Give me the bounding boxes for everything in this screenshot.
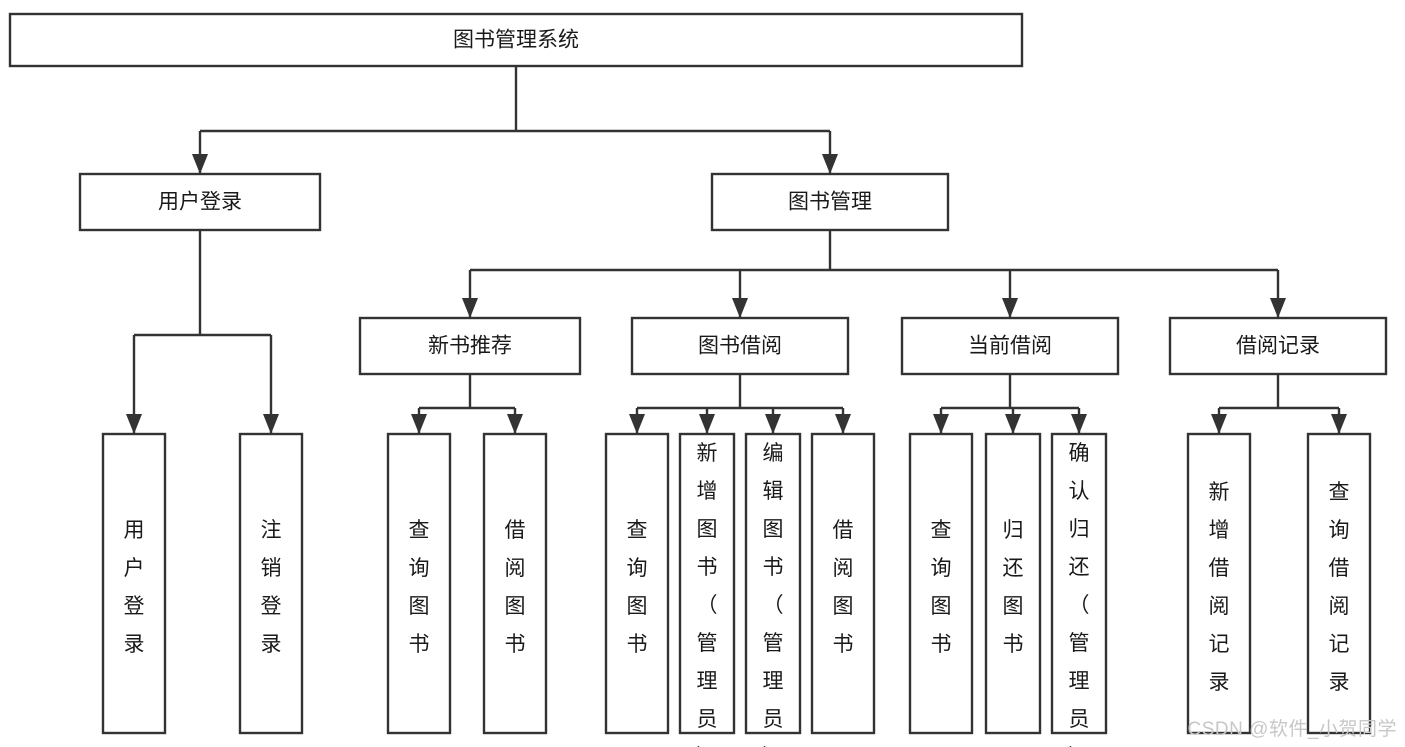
node-label-leaf-query-book-borrow: 查询图书 <box>627 519 648 656</box>
arrow-head-icon <box>462 298 478 318</box>
arrow-head-icon <box>1331 414 1347 434</box>
node-box-leaf-user-login <box>101 432 167 735</box>
node-label-current-borrow: 当前借阅 <box>968 335 1052 358</box>
node-label-leaf-query-borrow-record: 查询借阅记录 <box>1329 481 1350 694</box>
node-leaf-add-borrow-record[interactable]: 新增借阅记录 <box>1186 432 1252 735</box>
arrow-head-icon <box>1270 298 1286 318</box>
node-label-borrow-record: 借阅记录 <box>1236 335 1320 358</box>
node-box-leaf-query-borrow-record <box>1306 432 1372 735</box>
node-box-user-login <box>78 172 322 232</box>
arrow-head-icon <box>1005 414 1021 434</box>
node-book-manage[interactable]: 图书管理 <box>710 172 950 232</box>
node-label-leaf-return-book: 归还图书 <box>1003 519 1024 656</box>
arrow-head-icon <box>1071 414 1087 434</box>
node-leaf-add-book-admin[interactable]: 新增图书（管理员） <box>678 432 736 747</box>
node-box-new-book-recommend <box>358 316 582 376</box>
node-leaf-edit-book-admin[interactable]: 编辑图书（管理员） <box>744 432 802 747</box>
node-label-user-login: 用户登录 <box>158 191 242 214</box>
arrow-head-icon <box>629 414 645 434</box>
arrow-head-icon <box>835 414 851 434</box>
node-box-leaf-borrow-book-borrow <box>810 432 876 735</box>
node-root[interactable]: 图书管理系统 <box>8 12 1024 68</box>
node-user-login[interactable]: 用户登录 <box>78 172 322 232</box>
node-leaf-query-book-borrow[interactable]: 查询图书 <box>604 432 670 735</box>
arrow-head-icon <box>411 414 427 434</box>
node-box-leaf-confirm-return-admin <box>1050 432 1108 735</box>
connector-lines <box>126 66 1347 434</box>
node-boxes: 图书管理系统用户登录图书管理新书推荐图书借阅当前借阅借阅记录用户登录注销登录查询… <box>8 12 1388 747</box>
node-leaf-query-borrow-record[interactable]: 查询借阅记录 <box>1306 432 1372 735</box>
node-label-leaf-add-borrow-record: 新增借阅记录 <box>1209 481 1230 694</box>
node-box-leaf-query-book-borrow <box>604 432 670 735</box>
node-leaf-return-book[interactable]: 归还图书 <box>984 432 1042 735</box>
node-label-leaf-borrow-book-borrow: 借阅图书 <box>833 519 854 656</box>
node-label-book-borrow: 图书借阅 <box>698 335 782 358</box>
node-label-new-book-recommend: 新书推荐 <box>428 335 512 358</box>
node-box-leaf-edit-book-admin <box>744 432 802 735</box>
node-leaf-borrow-book-recommend[interactable]: 借阅图书 <box>482 432 548 735</box>
node-borrow-record[interactable]: 借阅记录 <box>1168 316 1388 376</box>
node-leaf-query-book-current[interactable]: 查询图书 <box>908 432 974 735</box>
arrow-head-icon <box>263 414 279 434</box>
node-new-book-recommend[interactable]: 新书推荐 <box>358 316 582 376</box>
node-leaf-user-login[interactable]: 用户登录 <box>101 432 167 735</box>
node-box-leaf-add-borrow-record <box>1186 432 1252 735</box>
node-box-leaf-query-book-current <box>908 432 974 735</box>
arrow-head-icon <box>822 154 838 174</box>
arrow-head-icon <box>765 414 781 434</box>
node-box-leaf-logout-login <box>238 432 304 735</box>
node-box-leaf-query-book-recommend <box>386 432 452 735</box>
node-label-leaf-confirm-return-admin: 确认归还（管理员） <box>1069 442 1090 747</box>
node-leaf-query-book-recommend[interactable]: 查询图书 <box>386 432 452 735</box>
node-box-book-manage <box>710 172 950 232</box>
arrow-head-icon <box>507 414 523 434</box>
node-box-borrow-record <box>1168 316 1388 376</box>
node-label-leaf-query-book-recommend: 查询图书 <box>409 519 430 656</box>
node-label-leaf-query-book-current: 查询图书 <box>931 519 952 656</box>
node-box-book-borrow <box>630 316 850 376</box>
arrow-head-icon <box>933 414 949 434</box>
node-current-borrow[interactable]: 当前借阅 <box>900 316 1120 376</box>
node-leaf-borrow-book-borrow[interactable]: 借阅图书 <box>810 432 876 735</box>
node-box-leaf-add-book-admin <box>678 432 736 735</box>
node-box-leaf-borrow-book-recommend <box>482 432 548 735</box>
node-label-leaf-borrow-book-recommend: 借阅图书 <box>505 519 526 656</box>
node-leaf-logout-login[interactable]: 注销登录 <box>238 432 304 735</box>
node-label-root: 图书管理系统 <box>453 29 579 52</box>
arrow-head-icon <box>192 154 208 174</box>
node-box-leaf-return-book <box>984 432 1042 735</box>
arrow-head-icon <box>126 414 142 434</box>
arrow-head-icon <box>732 298 748 318</box>
node-box-current-borrow <box>900 316 1120 376</box>
node-label-book-manage: 图书管理 <box>788 191 872 214</box>
node-label-leaf-user-login: 用户登录 <box>124 519 145 656</box>
arrow-head-icon <box>1002 298 1018 318</box>
node-leaf-confirm-return-admin[interactable]: 确认归还（管理员） <box>1050 432 1108 747</box>
node-book-borrow[interactable]: 图书借阅 <box>630 316 850 376</box>
node-label-leaf-logout-login: 注销登录 <box>261 519 282 656</box>
node-box-root <box>8 12 1024 68</box>
arrow-head-icon <box>699 414 715 434</box>
node-label-leaf-add-book-admin: 新增图书（管理员） <box>697 442 718 747</box>
arrow-head-icon <box>1211 414 1227 434</box>
